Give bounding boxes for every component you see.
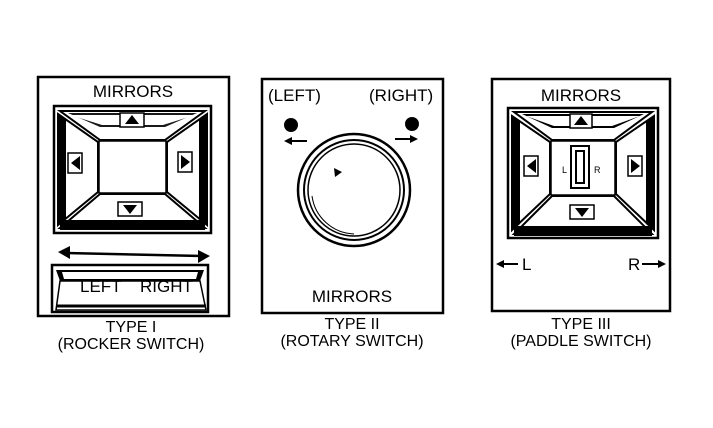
svg-text:R: R bbox=[594, 165, 601, 175]
type1-caption-line2: (ROCKER SWITCH) bbox=[58, 336, 205, 353]
type2-left-label: (LEFT) bbox=[268, 86, 321, 105]
type3-arrow-down-icon bbox=[569, 204, 595, 220]
type1-left-right-selector[interactable]: LEFT RIGHT bbox=[50, 263, 210, 314]
type2-rotary-switch: (LEFT) (RIGHT) MIRRORS TYPE II (ROTARY S… bbox=[260, 77, 445, 350]
type2-title: MIRRORS bbox=[312, 287, 392, 306]
type3-direction-pad[interactable]: L R bbox=[506, 106, 660, 240]
type1-arrow-down-icon bbox=[117, 201, 143, 217]
type1-right-label: RIGHT bbox=[140, 277, 193, 296]
type1-arrow-right-icon bbox=[177, 151, 193, 173]
type2-right-arrow-icon bbox=[395, 135, 418, 143]
type1-left-right-arrow-icon bbox=[58, 246, 210, 263]
type1-direction-pad[interactable] bbox=[52, 104, 213, 235]
type3-left-arrow-icon bbox=[496, 260, 518, 268]
type3-arrow-up-icon bbox=[569, 113, 593, 129]
type3-arrow-right-icon bbox=[627, 155, 643, 177]
type1-arrow-left-icon bbox=[67, 152, 83, 174]
type3-caption-line1: TYPE III bbox=[551, 316, 611, 333]
type2-left-indicator-dot bbox=[284, 118, 298, 132]
type2-rotary-knob[interactable] bbox=[296, 132, 412, 248]
type1-caption-line1: TYPE I bbox=[106, 319, 157, 336]
type1-rocker-switch: MIRRORS bbox=[36, 75, 231, 353]
type3-caption-line2: (PADDLE SWITCH) bbox=[510, 333, 651, 350]
type2-caption-line2: (ROTARY SWITCH) bbox=[280, 333, 423, 350]
type1-title: MIRRORS bbox=[93, 82, 173, 101]
type3-paddle-toggle[interactable]: L R bbox=[562, 145, 601, 189]
type3-arrow-left-icon bbox=[523, 155, 539, 177]
type3-paddle-switch: MIRRORS L R bbox=[490, 77, 672, 350]
type2-knob-pointer-icon bbox=[334, 168, 342, 177]
type2-right-label: (RIGHT) bbox=[369, 86, 433, 105]
type2-right-indicator-dot bbox=[405, 117, 419, 131]
type3-right-label: R bbox=[628, 255, 640, 274]
type3-title: MIRRORS bbox=[541, 86, 621, 105]
type2-left-arrow-icon bbox=[284, 137, 307, 145]
type1-left-label: LEFT bbox=[80, 277, 122, 296]
type3-left-label: L bbox=[522, 255, 531, 274]
type1-arrow-up-icon bbox=[119, 112, 145, 128]
type2-caption-line1: TYPE II bbox=[324, 316, 379, 333]
type3-right-arrow-icon bbox=[642, 260, 666, 268]
svg-text:L: L bbox=[562, 165, 567, 175]
